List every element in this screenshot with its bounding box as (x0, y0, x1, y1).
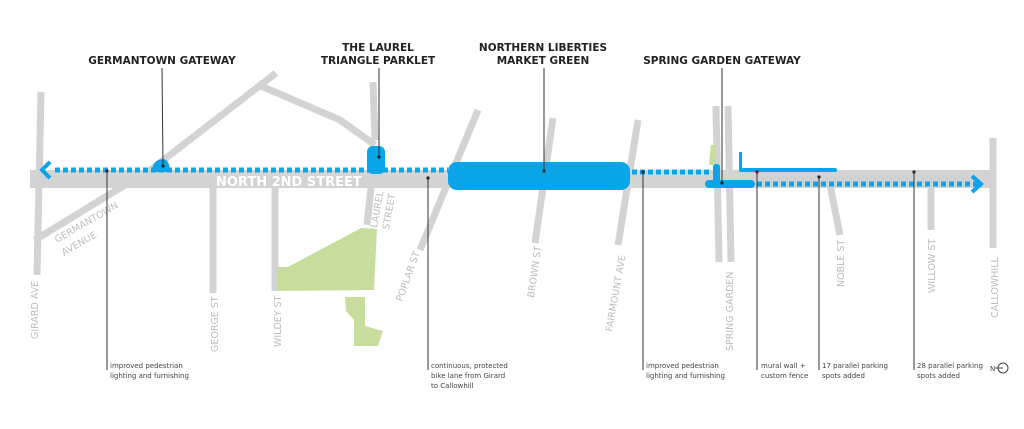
svg-text:THE LAUREL: THE LAUREL (342, 42, 414, 54)
laurel-parklet-shape (367, 146, 385, 174)
market-green-shape (448, 162, 630, 190)
annotation-pedestrian-lighting-west: improved pedestrian lighting and furnish… (105, 169, 189, 380)
svg-text:spots added: spots added (822, 372, 865, 380)
feature-laurel-triangle-parklet: THE LAUREL TRIANGLE PARKLET (321, 42, 436, 159)
svg-text:N: N (990, 365, 995, 373)
noble-st-road (826, 184, 844, 236)
svg-text:lighting and furnishing: lighting and furnishing (646, 372, 725, 380)
svg-text:improved pedestrian: improved pedestrian (646, 362, 719, 370)
annotation-pedestrian-lighting-east: improved pedestrian lighting and furnish… (641, 170, 725, 380)
germantown-gateway-shape (152, 159, 170, 172)
germantown-ave-road (33, 182, 127, 243)
svg-text:GERMANTOWN GATEWAY: GERMANTOWN GATEWAY (88, 55, 236, 67)
svg-text:mural wall +: mural wall + (761, 362, 806, 370)
svg-text:spots added: spots added (917, 372, 960, 380)
willow-st-label: WILLOW ST (927, 239, 938, 293)
park-area (345, 297, 383, 346)
right-arrow-icon (970, 174, 985, 194)
north-arrow-icon: N (990, 362, 1009, 374)
parking-lane-vertical (739, 152, 742, 170)
feature-spring-garden-gateway: SPRING GARDEN GATEWAY (643, 55, 801, 185)
svg-text:NORTHERN LIBERTIES: NORTHERN LIBERTIES (479, 42, 607, 54)
annotation-bike-lane: continuous, protected bike lane from Gir… (426, 176, 508, 390)
feature-germantown-gateway: GERMANTOWN GATEWAY (88, 55, 236, 168)
svg-text:28 parallel parking: 28 parallel parking (917, 362, 983, 370)
george-st-label: GEORGE ST (210, 296, 221, 352)
noble-st-label: NOBLE ST (836, 240, 847, 287)
wildey-st-label: WILDEY ST (273, 295, 284, 347)
fairmount-ave-label: FAIRMOUNT AVE (604, 254, 628, 332)
angled-road (259, 82, 378, 148)
svg-text:TRIANGLE PARKLET: TRIANGLE PARKLET (321, 55, 436, 67)
svg-text:improved pedestrian: improved pedestrian (110, 362, 183, 370)
svg-text:SPRING GARDEN GATEWAY: SPRING GARDEN GATEWAY (643, 55, 801, 67)
poplar-st-label: POPLAR ST (394, 250, 422, 303)
park-area (277, 228, 377, 291)
annotation-17-parking: 17 parallel parking spots added (817, 175, 888, 380)
park-area (709, 145, 716, 165)
brown-st-label: BROWN ST (526, 245, 544, 298)
spring-garden-gateway-shape (705, 180, 755, 188)
diagonal-road-north (145, 70, 279, 175)
svg-text:lighting and furnishing: lighting and furnishing (110, 372, 189, 380)
callowhill-label: CALLOWHILL (990, 257, 1001, 318)
svg-text:MARKET GREEN: MARKET GREEN (497, 55, 590, 67)
svg-text:to Callowhill: to Callowhill (431, 382, 474, 390)
svg-text:custom fence: custom fence (761, 372, 808, 380)
svg-text:bike lane from Girard: bike lane from Girard (431, 372, 505, 380)
svg-text:continuous, protected: continuous, protected (431, 362, 508, 370)
street-labels: GIRARD AVE GERMANTOWN AVENUE GEORGE ST W… (30, 190, 1001, 352)
laurel-street-road (363, 81, 379, 226)
left-arrow-icon (39, 160, 52, 180)
main-street-label: NORTH 2ND STREET (216, 175, 362, 190)
spring-garden-label: SPRING GARDEN (725, 271, 736, 351)
annotation-28-parking: 28 parallel parking spots added (912, 170, 983, 380)
svg-text:17 parallel parking: 17 parallel parking (822, 362, 888, 370)
girard-ave-label: GIRARD AVE (30, 281, 41, 339)
feature-northern-liberties-market-green: NORTHERN LIBERTIES MARKET GREEN (479, 42, 607, 173)
annotation-mural-wall: mural wall + custom fence (755, 170, 808, 380)
parking-lane (739, 168, 837, 172)
